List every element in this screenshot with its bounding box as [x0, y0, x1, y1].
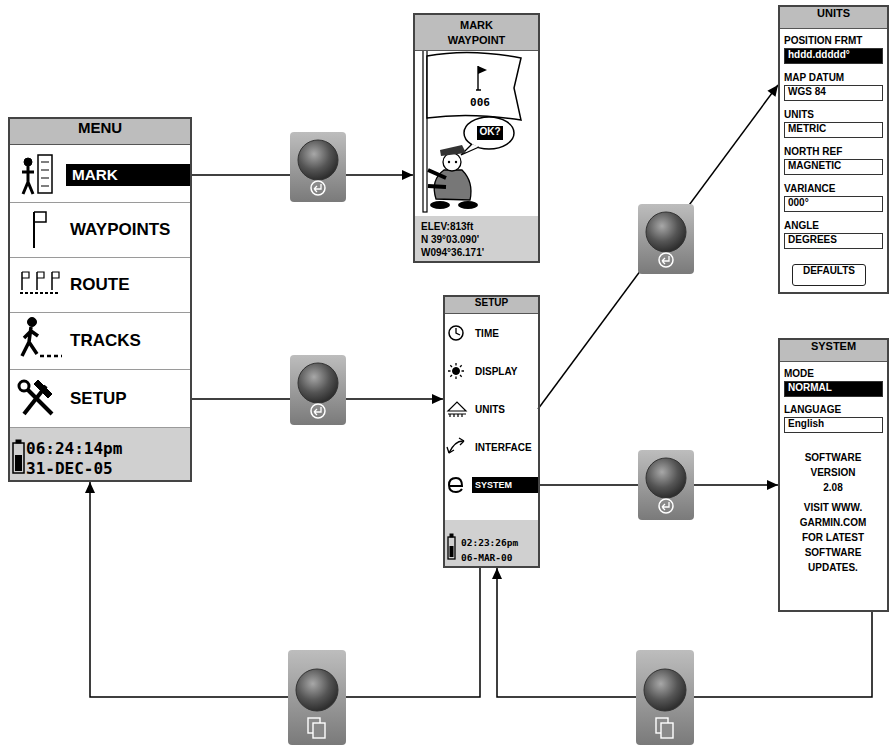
field-value: MAGNETIC — [784, 159, 883, 175]
waypoint-number: 006 — [455, 96, 505, 109]
menu-item: WAYPOINTS — [10, 203, 190, 258]
field-value: 000° — [784, 196, 883, 212]
enter-button — [638, 450, 694, 520]
page-button — [636, 650, 694, 745]
setup-item-label: SYSTEM — [472, 477, 538, 493]
setup-item: INTERFACE — [445, 428, 538, 466]
setup-icons — [447, 326, 466, 559]
clock-readout: 02:23:26pm — [461, 537, 518, 548]
status-band — [415, 216, 538, 261]
field-value: hddd.ddddd° — [784, 48, 883, 64]
field-value: English — [784, 417, 883, 433]
setup-screen: SETUP 02:23:26pm 06-MAR-00 TIME DISPLAY UNITS… — [443, 295, 540, 568]
units-screen: UNITS POSITION FRMThddd.ddddd° MAP DATUMWG… — [778, 5, 889, 294]
field-label: VARIANCE — [784, 183, 835, 195]
menu-item-label: SETUP — [70, 389, 127, 409]
setup-item: UNITS — [445, 390, 538, 428]
position-readout: N 39°03.090' — [421, 233, 479, 246]
enter-button — [638, 204, 694, 274]
menu-item-label: ROUTE — [70, 275, 130, 295]
system-screen: SYSTEM MODENORMAL LANGUAGEEnglishSOFTWARE … — [778, 338, 889, 612]
screen-title: SETUP — [445, 297, 538, 314]
field-label: NORTH REF — [784, 146, 842, 158]
field-value: DEGREES — [784, 233, 883, 249]
field-value: NORMAL — [784, 381, 883, 397]
arrowhead — [85, 482, 95, 493]
menu-item: MARK — [10, 147, 190, 203]
clock-readout: 06:24:14pm — [26, 439, 122, 458]
prompt: OK? — [477, 126, 503, 140]
screen-title: UNITS — [780, 7, 887, 29]
field-value: METRIC — [784, 122, 883, 138]
setup-item-label: INTERFACE — [475, 442, 532, 453]
screen-title: SYSTEM — [780, 340, 887, 362]
connector — [538, 85, 778, 409]
arrowhead — [767, 480, 778, 490]
connector-line — [538, 85, 778, 409]
enter-button — [290, 355, 346, 425]
menu-item-label: TRACKS — [70, 331, 141, 351]
menu-screen: MENU 06:24:14pm31-DEC-05 MARK WAYPOINTS ROUT… — [8, 117, 192, 482]
screen-title: MARK WAYPOINT — [415, 15, 538, 51]
setup-item-label: UNITS — [475, 404, 505, 415]
field-value: WGS 84 — [784, 85, 883, 101]
position-readout: ELEV:813ft — [421, 220, 473, 233]
status-band — [445, 520, 538, 566]
menu-item: ROUTE — [10, 258, 190, 313]
waypoint-screen: MARK WAYPOINT 006OK? ELEV:813ftN 39°03.090… — [413, 13, 540, 263]
setup-item: TIME — [445, 314, 538, 352]
button-label: DEFAULTS — [793, 265, 865, 285]
defaults-button: DEFAULTS — [792, 264, 866, 286]
menu-item: TRACKS — [10, 313, 190, 370]
screen-title: MENU — [10, 119, 190, 145]
arrowhead — [402, 170, 413, 180]
arrowhead — [492, 568, 502, 579]
menu-item-label: WAYPOINTS — [70, 220, 170, 240]
setup-item: SYSTEM — [445, 466, 538, 504]
setup-item: DISPLAY — [445, 352, 538, 390]
field-label: MODE — [784, 368, 814, 380]
date-readout: 06-MAR-00 — [461, 552, 512, 563]
status-band — [10, 428, 190, 480]
arrowhead — [432, 394, 443, 404]
field-label: UNITS — [784, 109, 814, 121]
info-text: VISIT WWW. GARMIN.COM FOR LATEST SOFTWAR… — [796, 500, 870, 575]
connector — [85, 482, 480, 697]
field-label: ANGLE — [784, 220, 819, 232]
position-readout: W094°36.171' — [421, 246, 484, 259]
page-button — [288, 650, 346, 745]
menu-item: SETUP — [10, 370, 190, 428]
field-label: MAP DATUM — [784, 72, 844, 84]
date-readout: 31-DEC-05 — [26, 459, 113, 478]
arrowhead — [767, 85, 778, 97]
field-label: LANGUAGE — [784, 404, 841, 416]
waypoint-illustration — [421, 42, 521, 212]
field-label: POSITION FRMT — [784, 35, 862, 47]
menu-item-label: MARK — [66, 164, 190, 186]
setup-item-label: DISPLAY — [475, 366, 517, 377]
setup-item-label: TIME — [475, 328, 499, 339]
info-text: SOFTWARE VERSION 2.08 — [802, 450, 864, 495]
enter-button — [290, 132, 346, 202]
connector-line — [90, 482, 480, 697]
